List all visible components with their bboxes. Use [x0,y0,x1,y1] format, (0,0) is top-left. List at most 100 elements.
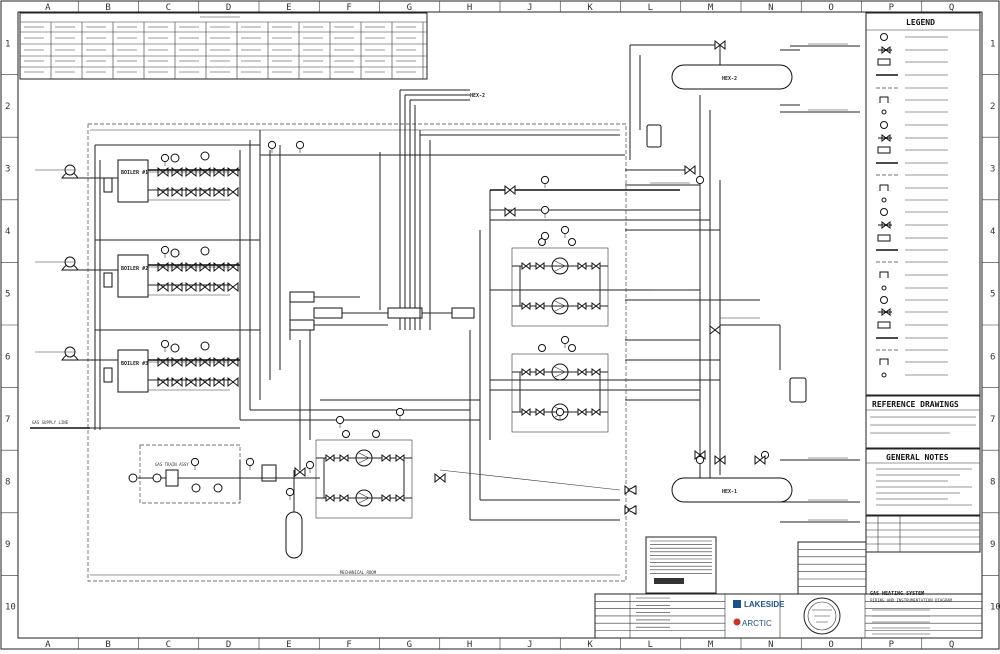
legend-symbol-icon [880,33,888,41]
hex-lower-label: HEX-1 [722,489,737,495]
instrument-bubble [245,457,255,467]
grid-column-label: E [286,3,291,13]
heat-exchanger-upper[interactable]: HEX-2 [671,64,793,90]
valve-icon [535,408,545,416]
grid-row-label: 7 [5,415,10,425]
grid-column-label: H [467,640,472,650]
grid-column-label: K [587,3,593,13]
boiler-1-label: BOILER #1 [121,170,148,176]
instrument-bubble [267,140,277,150]
valve-icon [521,302,531,310]
valve-icon [504,184,516,196]
grid-column-label: C [166,3,171,13]
legend-symbol-icon [877,146,891,154]
instrument-bubble [560,225,570,235]
valve-icon [381,494,391,502]
main-piping: HEX-2 GAS SUPPLY LINE [30,44,860,523]
legend-symbol-icon [881,372,887,378]
grid-column-label: C [166,640,171,650]
engineer-seal-icon [803,597,841,635]
instrument-bubble [540,205,550,215]
valve-icon [709,324,721,336]
grid-column-label: Q [949,3,954,13]
instrument-bubble [160,245,170,255]
instrument-bubble [555,407,565,417]
grid-column-label: J [527,3,532,13]
grid-row-label: 9 [990,540,995,550]
valve-icon [714,454,726,466]
valve-icon [535,368,545,376]
line-end-arrow-icon [626,505,637,515]
legend-symbol-icon [881,197,887,203]
title-block: GAS HEATING SYSTEM PIPING AND INSTRUMENT… [594,541,983,639]
svg-text:GAS TRAIN ASSY: GAS TRAIN ASSY [155,462,189,467]
grid-row-label: 2 [990,102,995,112]
instrument-bubble [160,339,170,349]
grid-row-label: 7 [990,415,995,425]
revision-table [19,12,428,80]
boiler-3[interactable]: BOILER #3 [117,349,149,393]
arctic-logo-icon [733,618,741,626]
caution-note-card [645,536,717,594]
grid-column-label: O [828,640,833,650]
instrument-bubbles [160,140,770,500]
grid-row-label: 4 [990,227,995,237]
valve-icon [684,164,696,176]
grid-column-label: G [407,3,412,13]
valve-icon [577,302,587,310]
boiler-1[interactable]: BOILER #1 [117,159,149,203]
valve-icon [395,494,405,502]
grid-row-label: 10 [990,603,1000,613]
valve-icon [577,408,587,416]
grid-column-label: P [889,640,895,650]
heat-exchanger-lower[interactable]: HEX-1 [671,477,793,503]
instrument-bubble [190,457,200,467]
grid-column-label: G [407,640,412,650]
grid-column-label: M [708,640,714,650]
boiler-flue-vents [61,164,118,361]
grid-row-label: 10 [5,603,16,613]
grid-row-label: 1 [990,39,995,49]
grid-row-label: 2 [5,102,10,112]
instrument-bubble [335,415,345,425]
legend-symbol-icon [880,208,888,216]
gas-train-skid[interactable]: GAS TRAIN ASSY [128,444,320,504]
grid-column-label: F [346,3,351,13]
valve-icon [325,454,335,462]
valve-icon [339,494,349,502]
title-line-2: PIPING AND INSTRUMENTATION DIAGRAM [870,598,952,603]
grid-column-label: M [708,3,714,13]
legend-symbol-icon [877,58,891,66]
revision-block [865,515,981,553]
grid-column-label: N [768,640,773,650]
lakeside-logo-text: LAKESIDE [744,600,785,609]
valve-icon [521,262,531,270]
grid-column-label: L [648,3,653,13]
valve-icon [535,302,545,310]
instrument-bubble [540,231,550,241]
grid-column-label: J [527,640,532,650]
valve-icon [504,206,516,218]
valve-icon [521,408,531,416]
instrument-bubble [560,335,570,345]
instrument-bubble [695,175,705,185]
grid-row-label: 5 [5,290,10,300]
valve-icon [714,39,726,51]
valve-icon [521,368,531,376]
valve-icon [577,368,587,376]
legend-symbol-icon [877,234,891,242]
boiler-2[interactable]: BOILER #2 [117,254,149,298]
grid-column-label: D [226,3,231,13]
pump-assemblies[interactable] [315,238,609,519]
grid-column-label: O [828,3,833,13]
hex-upper-label: HEX-2 [722,76,737,82]
legend-symbol-icon [881,109,887,115]
grid-row-label: 6 [990,352,995,362]
svg-text:GAS SUPPLY LINE: GAS SUPPLY LINE [32,420,69,425]
grid-column-label: Q [949,640,954,650]
legend-symbol-icon [881,285,887,291]
grid-row-label: 3 [990,165,995,175]
